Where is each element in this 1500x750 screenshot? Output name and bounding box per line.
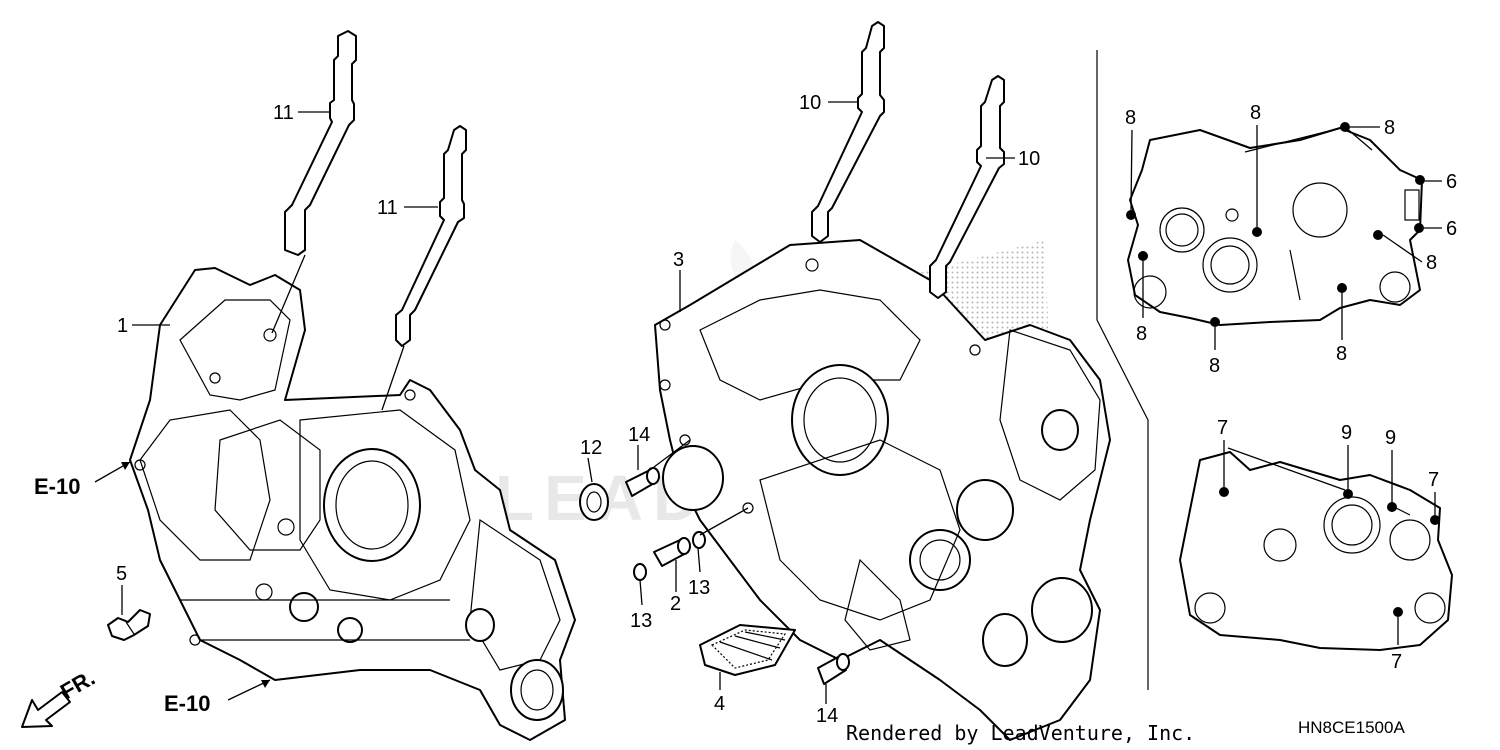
arrow-head-icon [121, 462, 130, 470]
separator-line [1096, 50, 1149, 690]
section-ref-e10[interactable]: E-10 [34, 474, 80, 499]
callout-9[interactable]: 9 [1385, 427, 1396, 449]
stud-bolt-10-a[interactable] [811, 21, 885, 243]
right-crankcase[interactable] [654, 239, 1111, 741]
callout-13[interactable]: 13 [688, 577, 710, 599]
leader-lines [94, 101, 1442, 704]
callout-2[interactable]: 2 [670, 593, 681, 615]
callout-6[interactable]: 6 [1446, 171, 1457, 193]
drain-bolt-5[interactable] [107, 609, 151, 641]
callout-13[interactable]: 13 [630, 610, 652, 632]
callout-8[interactable]: 8 [1336, 343, 1347, 365]
callout-8[interactable]: 8 [1125, 107, 1136, 129]
o-ring-13-a[interactable] [692, 531, 706, 549]
callout-8[interactable]: 8 [1426, 252, 1437, 274]
section-ref-e10[interactable]: E-10 [164, 691, 210, 716]
callout-10[interactable]: 10 [1018, 148, 1040, 170]
dowel-pin-14-a[interactable] [625, 467, 660, 497]
callout-7[interactable]: 7 [1217, 417, 1228, 439]
callout-8[interactable]: 8 [1136, 323, 1147, 345]
oil-strainer-4[interactable] [699, 624, 796, 676]
o-ring-13-b[interactable] [633, 563, 647, 581]
gasket-lower-bolt-holes [1219, 487, 1440, 617]
callout-1[interactable]: 1 [117, 315, 128, 337]
callout-14[interactable]: 14 [816, 705, 838, 727]
diagram-code: HN8CE1500A [1298, 718, 1405, 737]
front-direction-arrow-icon [21, 691, 71, 728]
callout-7[interactable]: 7 [1428, 469, 1439, 491]
callout-9[interactable]: 9 [1341, 422, 1352, 444]
callout-6[interactable]: 6 [1446, 218, 1457, 240]
gasket-upper-bolt-holes [1126, 122, 1425, 327]
oil-seal-12[interactable] [579, 483, 609, 521]
callout-11[interactable]: 11 [377, 197, 398, 219]
callout-12[interactable]: 12 [580, 437, 602, 459]
callout-8[interactable]: 8 [1250, 102, 1261, 124]
dowel-pin-14-b[interactable] [817, 653, 850, 685]
gasket-upper[interactable] [1127, 127, 1423, 326]
callout-11[interactable]: 11 [273, 102, 294, 124]
arrow-head-icon [261, 680, 270, 688]
left-crankcase[interactable] [129, 267, 576, 741]
rendered-by-credit: Rendered by LeadVenture, Inc. [846, 721, 1195, 745]
stud-bolt-11-b[interactable] [395, 125, 467, 347]
callout-10[interactable]: 10 [799, 92, 821, 114]
callout-8[interactable]: 8 [1209, 355, 1220, 377]
callout-7[interactable]: 7 [1391, 651, 1402, 673]
stud-bolt-11-a[interactable] [284, 30, 357, 256]
callout-14[interactable]: 14 [628, 424, 650, 446]
stud-bolt-10-b[interactable] [929, 75, 1005, 299]
callout-5[interactable]: 5 [116, 563, 127, 585]
callout-8[interactable]: 8 [1384, 117, 1395, 139]
gasket-lower[interactable] [1179, 451, 1453, 651]
callout-labels: 11 11 1 10 10 3 5 12 14 2 13 13 4 14 8 8… [34, 92, 1457, 727]
callout-4[interactable]: 4 [714, 693, 725, 715]
callout-3[interactable]: 3 [673, 249, 684, 271]
dowel-2[interactable] [653, 537, 691, 567]
